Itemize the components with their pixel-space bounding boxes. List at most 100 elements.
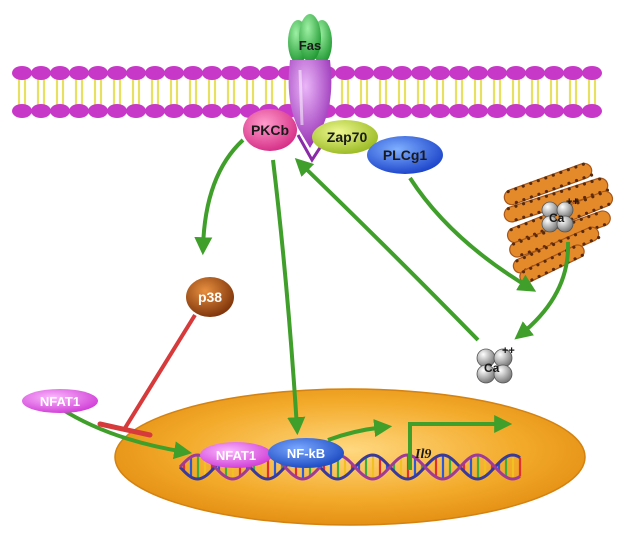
lipid-head (506, 104, 526, 118)
nfat1-cyto-shape (22, 389, 98, 413)
ribosome-dot (575, 184, 579, 189)
lipid-head (88, 66, 108, 80)
ribosome-dot (530, 252, 534, 256)
arrow-nfat1-to-nucleus (58, 406, 193, 460)
ribosome-dot (572, 245, 576, 249)
lipid-head (582, 66, 602, 80)
ribosome-dot (591, 195, 595, 199)
ribosome-dot (522, 198, 526, 202)
fas-lobe-center (299, 14, 321, 62)
ribosome-dot (520, 253, 524, 257)
ribosome-dot (537, 274, 541, 278)
ribosome-dot (524, 222, 528, 226)
ribosome-dot (536, 263, 540, 267)
ribosome-dot (515, 259, 519, 263)
lipid-head (145, 66, 165, 80)
ribosome-dot (575, 198, 579, 202)
ca-er-charge: ++ (566, 196, 579, 208)
ribosome-dot (582, 242, 586, 246)
ribosome-dot (522, 215, 526, 219)
zap70-shape (312, 120, 378, 154)
lipid-head (544, 66, 564, 80)
ribosome-dot (529, 199, 533, 203)
arrow-plcg1-to-er (408, 176, 537, 292)
endoplasmic-reticulum (503, 162, 614, 284)
lipid-head (164, 104, 184, 118)
ribosome-dot (514, 204, 518, 208)
ribosome-dot (607, 202, 611, 206)
ribosome-dot (590, 179, 594, 184)
ribosome-dot (559, 189, 564, 193)
lipid-head (202, 66, 222, 80)
ribosome-dot (537, 192, 541, 196)
lipid-head (544, 104, 564, 118)
pkcb-shape (243, 109, 297, 151)
p38-label: p38 (198, 289, 222, 305)
lipid-head (12, 66, 32, 80)
node-nfat1-cytoplasm: NFAT1 (22, 389, 98, 413)
ribosome-dot (573, 233, 578, 237)
lipid-head (354, 66, 374, 80)
ribosome-dot (559, 239, 563, 243)
ribosome-dot (529, 181, 533, 185)
nfkb-label: NF-kB (287, 446, 325, 461)
ribosome-dot (567, 181, 571, 185)
ribosome-dot (521, 270, 526, 274)
lipid-head (335, 66, 355, 80)
node-zap70: Zap70 (312, 120, 378, 154)
ribosome-dot (543, 259, 547, 263)
ribosome-dot (522, 255, 526, 260)
ribosome-dot (598, 192, 602, 196)
lipid-head (468, 104, 488, 118)
ribosome-dot (602, 223, 607, 227)
lipid-head (50, 66, 70, 80)
ribosome-dot (592, 208, 596, 212)
receptor-highlight (298, 69, 304, 126)
ribosome-dot (529, 195, 534, 199)
lipid-head (392, 66, 412, 80)
lipid-head (107, 104, 127, 118)
lipid-head (392, 104, 412, 118)
ribosome-dot (542, 231, 546, 235)
ribosome-dot (580, 253, 584, 257)
lipid-head (582, 104, 602, 118)
calcium-er: Ca ++ (541, 196, 579, 233)
lipid-head (335, 104, 355, 118)
ribosome-dot (559, 170, 563, 175)
lipid-head (430, 104, 450, 118)
ribosome-dot (551, 242, 556, 247)
dna-strand (178, 453, 521, 481)
lipid-head (373, 104, 393, 118)
ribosome-dot (579, 217, 583, 221)
ca-cyto-label: Ca (484, 361, 500, 375)
ribosome-dot (517, 225, 521, 229)
lipid-head (126, 66, 146, 80)
ribosome-dot (583, 198, 587, 202)
ribosome-dot (544, 194, 548, 198)
lipid-head (164, 66, 184, 80)
node-pkcb: PKCb (243, 109, 297, 151)
lipid-head (183, 104, 203, 118)
lipid-head (126, 104, 146, 118)
ribosome-dot (512, 242, 516, 246)
nfat1-nuc-label: NFAT1 (216, 448, 256, 463)
signal-arrows (58, 138, 571, 460)
lipid-head (31, 104, 51, 118)
il9-transcription-arrow (408, 415, 513, 470)
ribosome-dot (567, 187, 571, 191)
lipid-head (107, 66, 127, 80)
arrow-pkcb-to-p38 (194, 138, 245, 256)
lipid-head (240, 66, 260, 80)
lipid-head (31, 66, 51, 80)
ribosome-dot (537, 210, 541, 214)
plcg1-label: PLCg1 (383, 147, 428, 163)
ribosome-dot (514, 218, 518, 222)
ribosome-dot (588, 226, 592, 230)
lipid-head (411, 104, 431, 118)
lipid-head (525, 104, 545, 118)
ribosome-dot (574, 178, 579, 183)
p38-shape (186, 277, 234, 317)
ca-cyto-ion (493, 364, 513, 384)
ribosome-dot (521, 202, 526, 206)
